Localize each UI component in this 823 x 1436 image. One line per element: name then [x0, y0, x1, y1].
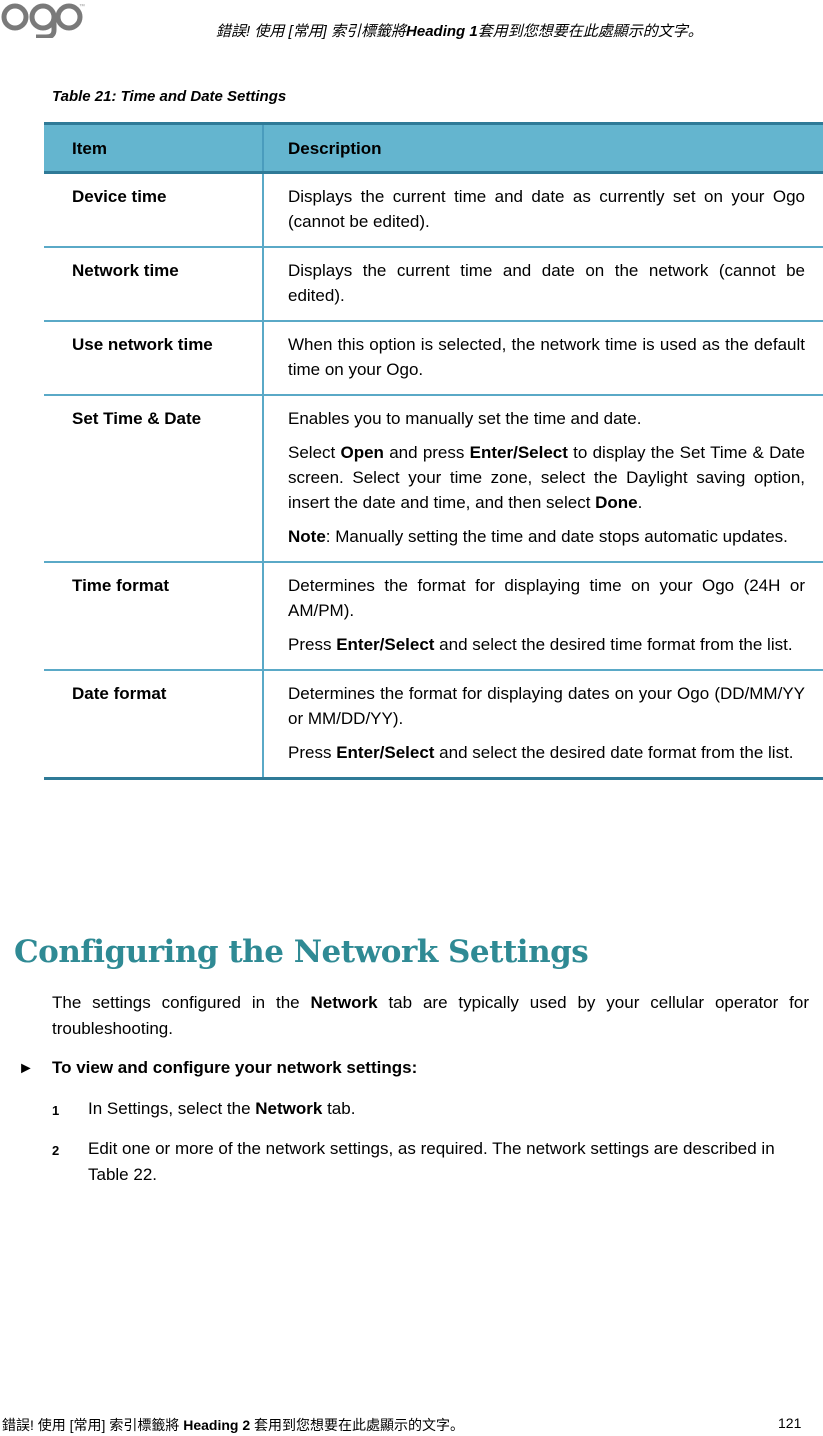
- item-cell: Use network time: [44, 321, 264, 396]
- description-paragraph: When this option is selected, the networ…: [288, 335, 805, 379]
- column-header-item: Item: [44, 122, 264, 174]
- table-row: Device time Displays the current time and…: [44, 172, 823, 248]
- item-cell: Date format: [44, 670, 264, 780]
- description-cell: When this option is selected, the networ…: [263, 321, 823, 396]
- step-text: In Settings, select the Network tab.: [88, 1099, 356, 1118]
- description-cell: Enables you to manually set the time and…: [263, 395, 823, 563]
- table-row: Network time Displays the current time an…: [44, 247, 823, 322]
- description-paragraph: Determines the format for displaying tim…: [288, 576, 805, 620]
- column-header-description: Description: [263, 122, 823, 174]
- item-cell: Network time: [44, 247, 264, 322]
- step-number: 1: [52, 1103, 60, 1118]
- procedure-title: To view and configure your network setti…: [52, 1058, 418, 1077]
- section-title: Configuring the Network Settings: [14, 934, 589, 970]
- ogo-logo: [1, 3, 83, 38]
- header-heading-ref: Heading 1: [406, 23, 478, 40]
- procedure-arrow-icon: ►: [18, 1060, 34, 1077]
- trademark-symbol: ™: [79, 4, 85, 10]
- table-row: Date format Determines the format for dis…: [44, 670, 823, 780]
- step-text: Edit one or more of the network settings…: [88, 1139, 775, 1184]
- description-cell: Determines the format for displaying dat…: [263, 670, 823, 780]
- item-cell: Device time: [44, 172, 264, 248]
- description-paragraph: Determines the format for displaying dat…: [288, 684, 805, 728]
- item-cell: Time format: [44, 562, 264, 671]
- description-paragraph: Press Enter/Select and select the desire…: [288, 743, 794, 762]
- intro-paragraph: The settings configured in the Network t…: [52, 993, 809, 1038]
- running-footer: 錯誤! 使用 [常用] 索引標籤將 Heading 2 套用到您想要在此處顯示的…: [2, 1417, 465, 1433]
- procedure-heading: ► To view and configure your network sett…: [18, 1058, 417, 1078]
- description-cell: Displays the current time and date as cu…: [263, 172, 823, 248]
- description-paragraph: Press Enter/Select and select the desire…: [288, 635, 793, 654]
- description-cell: Displays the current time and date on th…: [263, 247, 823, 322]
- table-row: Set Time & Date Enables you to manually s…: [44, 395, 823, 563]
- table-caption: Table 21: Time and Date Settings: [52, 88, 287, 105]
- footer-heading-ref: Heading 2: [183, 1417, 251, 1433]
- item-cell: Set Time & Date: [44, 395, 264, 563]
- description-cell: Determines the format for displaying tim…: [263, 562, 823, 671]
- table-header-row: Item Description: [44, 122, 823, 174]
- description-paragraph: Displays the current time and date on th…: [288, 261, 805, 305]
- running-header: 錯誤! 使用 [常用] 索引標籤將Heading 1套用到您想要在此處顯示的文字…: [216, 23, 703, 40]
- table-row: Use network time When this option is sele…: [44, 321, 823, 396]
- page-number: 121: [778, 1415, 802, 1431]
- description-paragraph: Select Open and press Enter/Select to di…: [288, 443, 805, 512]
- description-paragraph: Note: Manually setting the time and date…: [288, 527, 788, 546]
- table-row: Time format Determines the format for dis…: [44, 562, 823, 671]
- description-paragraph: Enables you to manually set the time and…: [288, 409, 642, 428]
- step-number: 2: [52, 1143, 60, 1158]
- description-paragraph: Displays the current time and date as cu…: [288, 187, 805, 231]
